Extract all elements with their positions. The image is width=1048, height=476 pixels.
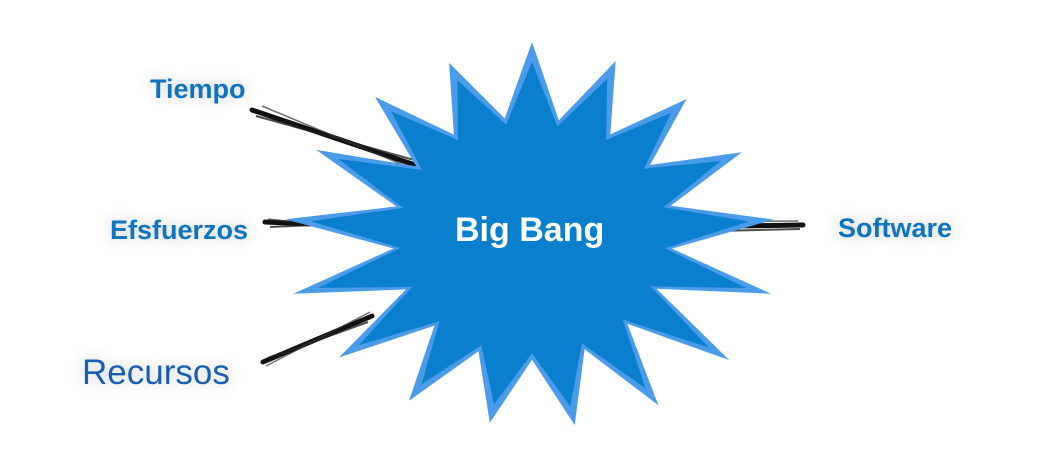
arrow-tiempo — [249, 105, 433, 173]
output-label-software: Software — [838, 213, 953, 243]
input-label-tiempo: Tiempo — [150, 74, 246, 104]
burst-inner-shape — [310, 62, 749, 407]
input-label-efsfuerzos: Efsfuerzos — [110, 215, 249, 245]
input-label-recursos: Recursos — [82, 353, 230, 392]
center-label: Big Bang — [455, 211, 605, 249]
arrow-recursos — [260, 311, 375, 367]
